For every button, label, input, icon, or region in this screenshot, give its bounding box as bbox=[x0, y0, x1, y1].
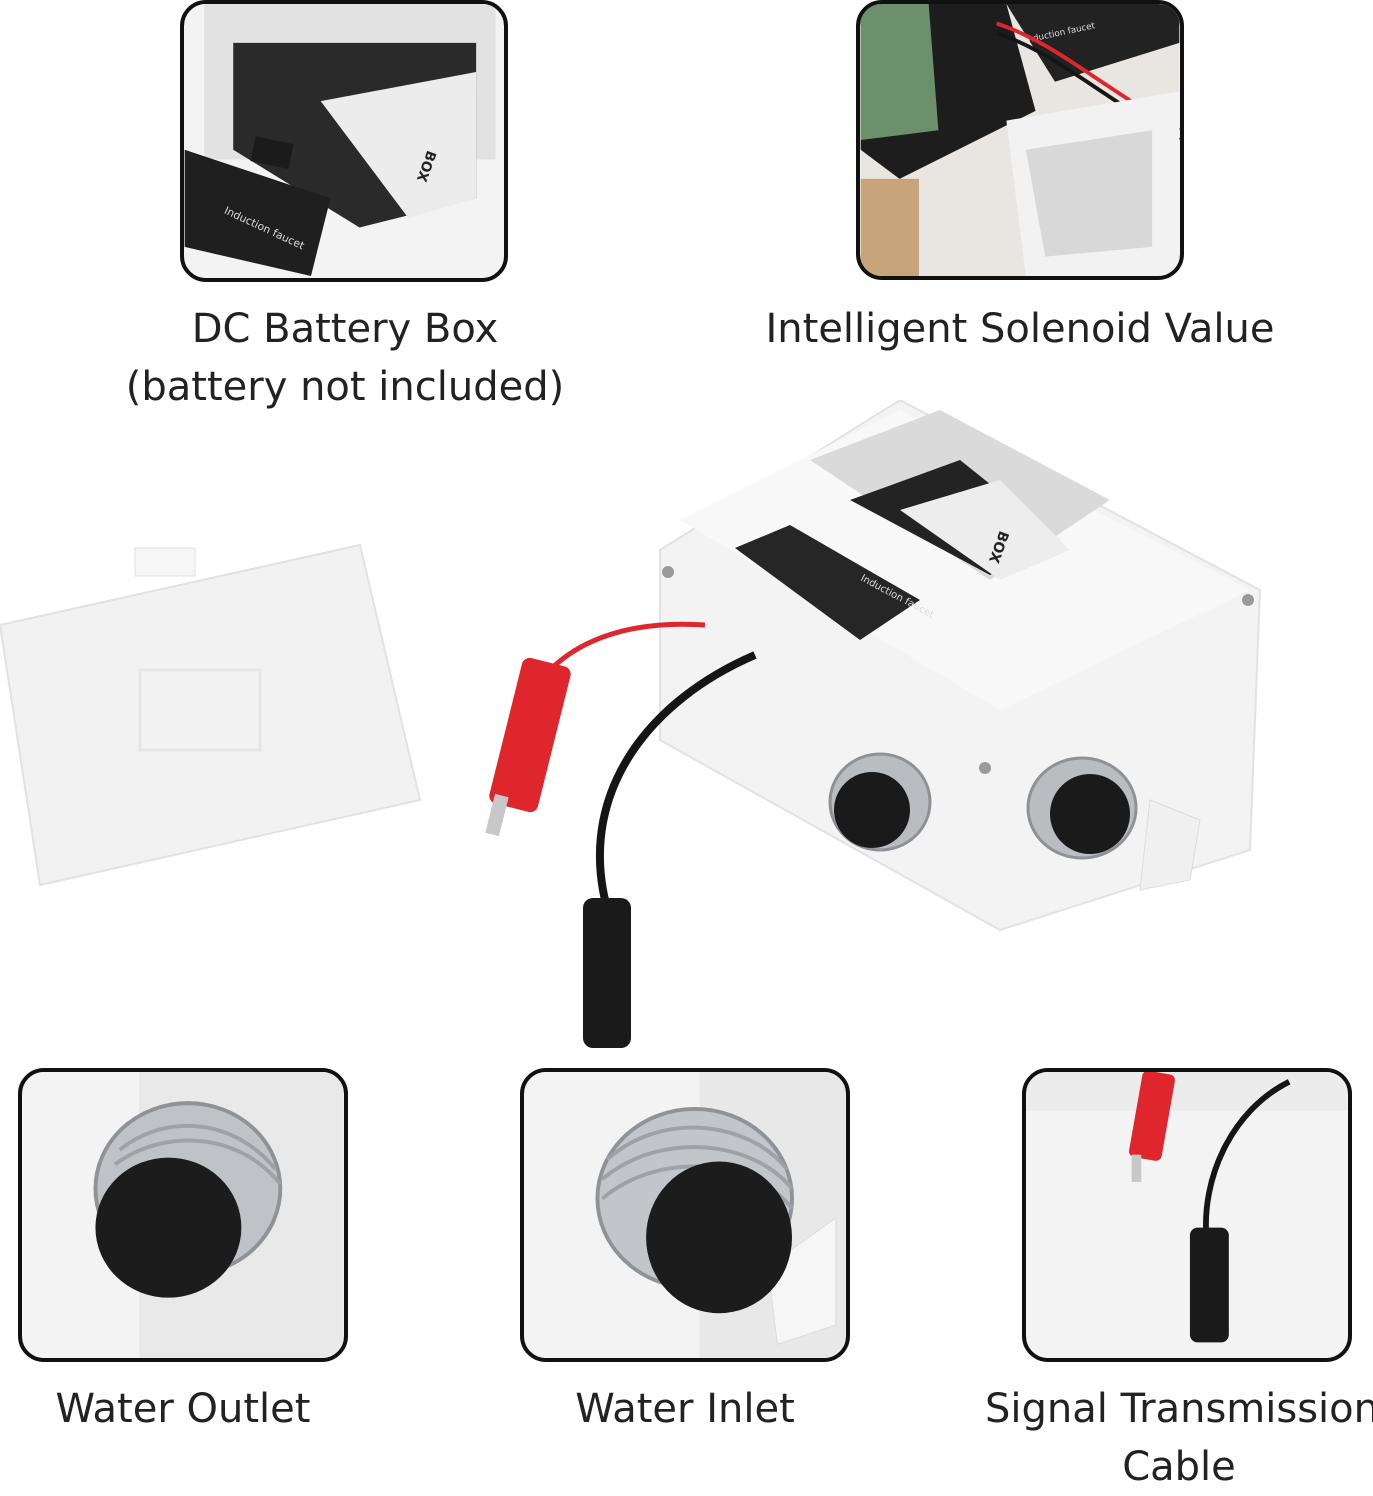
caption-line-1: Signal Transmission bbox=[985, 1386, 1373, 1432]
water-fittings bbox=[828, 752, 1138, 860]
caption-line-2: Cable bbox=[1122, 1444, 1236, 1490]
water-outlet-thumbnail bbox=[18, 1068, 348, 1362]
control-box-body: Induction faucet BOX bbox=[659, 400, 1262, 932]
main-product-image: Induction faucet BOX bbox=[0, 400, 1373, 1060]
battery-box-image: Induction faucet BOX bbox=[184, 4, 504, 278]
water-outlet-caption: Water Outlet bbox=[18, 1380, 348, 1438]
cables bbox=[485, 621, 757, 1048]
water-inlet-thumbnail bbox=[520, 1068, 850, 1362]
water-inlet-caption: Water Inlet bbox=[520, 1380, 850, 1438]
battery-box-caption: DC Battery Box (battery not included) bbox=[110, 300, 580, 416]
solenoid-valve-thumbnail: Induction faucet bbox=[856, 0, 1184, 280]
caption-line-2: (battery not included) bbox=[125, 364, 565, 410]
water-outlet-image bbox=[22, 1072, 344, 1358]
solenoid-valve-caption: Intelligent Solenoid Value bbox=[740, 300, 1300, 358]
caption-line-1: DC Battery Box bbox=[191, 306, 499, 352]
solenoid-valve-image: Induction faucet bbox=[860, 4, 1180, 276]
control-box-illustration: Induction faucet BOX bbox=[0, 400, 1262, 1048]
signal-cable-thumbnail bbox=[1022, 1068, 1352, 1362]
caption-line-1: Water Outlet bbox=[55, 1386, 311, 1432]
water-inlet-image bbox=[524, 1072, 846, 1358]
battery-box-thumbnail: Induction faucet BOX bbox=[180, 0, 508, 282]
caption-line-1: Water Inlet bbox=[575, 1386, 795, 1432]
signal-cable-image bbox=[1026, 1072, 1348, 1358]
caption-line-1: Intelligent Solenoid Value bbox=[765, 306, 1275, 352]
battery-cover-lid bbox=[0, 543, 422, 887]
signal-cable-caption: Signal Transmission Cable bbox=[985, 1380, 1373, 1496]
